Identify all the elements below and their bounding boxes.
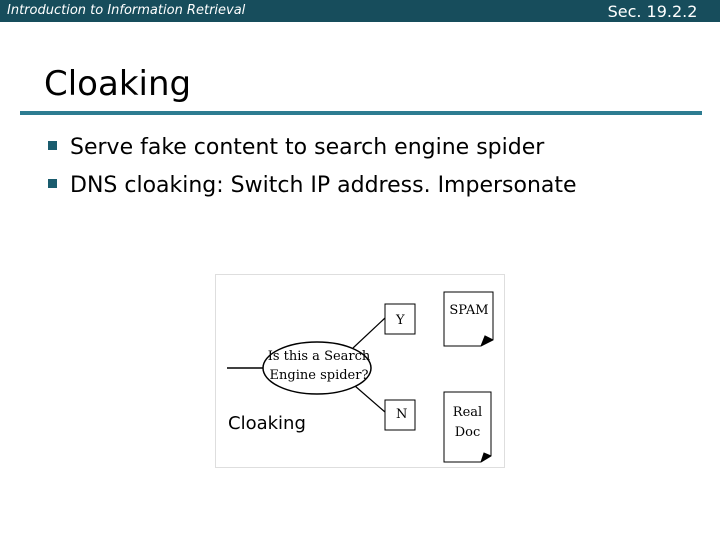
decision-question-line2: Engine spider? [269, 368, 369, 383]
section-number: Sec. 19.2.2 [607, 2, 698, 21]
diagram-graphic [215, 274, 505, 468]
square-bullet-icon [48, 140, 57, 150]
spam-doc-label: SPAM [449, 303, 489, 318]
decision-question-line1: Is this a Search [267, 349, 371, 364]
no-branch-line [354, 385, 386, 413]
decision-ellipse [262, 341, 372, 395]
bullet-item: Serve fake content to search engine spid… [48, 133, 577, 171]
real-doc-label-line1: Real [452, 405, 483, 420]
course-title: Introduction to Information Retrieval [7, 3, 246, 18]
real-doc-label-line2: Doc [454, 425, 481, 440]
diagram-caption: Cloaking [228, 413, 306, 434]
yes-box [384, 303, 416, 335]
no-box [384, 399, 416, 431]
bullet-list: Serve fake content to search engine spid… [48, 133, 577, 209]
no-label: N [396, 407, 408, 422]
real-doc-fold [480, 452, 492, 463]
slide-title: Cloaking [44, 64, 192, 104]
bullet-text: Serve fake content to search engine spid… [70, 135, 545, 160]
square-bullet-icon [48, 178, 57, 188]
bullet-item: DNS cloaking: Switch IP address. Imperso… [48, 171, 577, 209]
spam-doc-fold [480, 335, 494, 347]
yes-branch-line [352, 317, 386, 349]
bullet-text: DNS cloaking: Switch IP address. Imperso… [70, 173, 577, 198]
title-divider [20, 111, 702, 115]
cloaking-diagram: Y N SPAM Real Doc Is this a Search Engin… [215, 274, 505, 468]
yes-label: Y [396, 313, 405, 328]
section-badge: Sec. 19.2.2 [595, 0, 710, 22]
header-bar: Introduction to Information Retrieval [0, 0, 720, 22]
